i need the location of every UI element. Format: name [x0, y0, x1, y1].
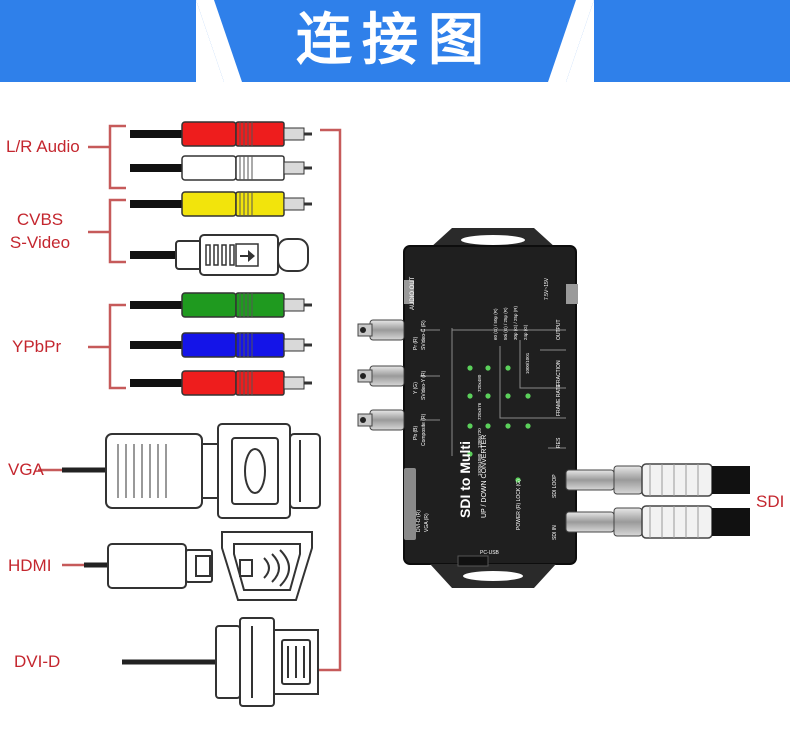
led-labels: 720x480 720x576 1280x720 1920x1080 60 (G) / …	[477, 305, 528, 476]
label-vga: VGA	[8, 460, 44, 479]
port-audio-out: AUDIO OUT	[410, 276, 416, 310]
label-ypbpr: YPbPr	[12, 337, 62, 356]
port-svideo-y: SVideo-Y (R)	[421, 370, 427, 400]
status-led	[485, 365, 491, 371]
port-composite: Composite (R)	[421, 413, 427, 446]
led-label-resolution: 1280x720	[477, 428, 482, 448]
rca-plug-pb	[130, 332, 312, 358]
port-power-lock: POWER (R) LOCK (G)	[516, 479, 522, 530]
hdmi-connector	[84, 531, 313, 601]
bnc-output-ports	[357, 319, 405, 431]
bnc-port[interactable]	[357, 319, 405, 341]
led-label-rate: 60 (G) / 50p (R)	[493, 308, 498, 340]
led-label-resolution: 1920x1080	[477, 453, 482, 476]
svideo-plug	[130, 234, 309, 276]
rca-plug-cvbs	[130, 191, 312, 217]
status-led	[505, 393, 511, 399]
right-bracket	[316, 128, 342, 672]
bnc-port[interactable]	[357, 409, 405, 431]
header-band	[0, 0, 790, 82]
status-led	[485, 393, 491, 399]
port-vga: VGA (R)	[424, 513, 430, 532]
status-led	[467, 393, 473, 399]
rca-plugs	[130, 121, 312, 396]
label-dvid: DVI-D	[14, 652, 61, 671]
port-power-in: 7.5V~15V	[544, 277, 550, 300]
status-led	[467, 423, 473, 429]
rca-plug-pr	[130, 370, 312, 396]
dvi-connector	[122, 617, 319, 707]
port-pr: Pr (R)	[413, 336, 419, 350]
rca-plug-audio-right	[130, 121, 312, 147]
led-label-rate: 50i (G) / 25p (R)	[503, 307, 508, 340]
port-fraction: FRACTION	[556, 360, 562, 386]
left-brackets	[38, 124, 126, 567]
status-led	[505, 365, 511, 371]
port-y: Y (G)	[413, 382, 419, 394]
port-pb: Pb (B)	[413, 425, 419, 440]
port-res: RES	[556, 437, 562, 448]
status-led	[505, 423, 511, 429]
port-output: OUTPUT	[556, 319, 562, 340]
led-label-rate: 24p (G)	[523, 324, 528, 340]
device-name: SDI to Multi	[457, 441, 473, 518]
status-led	[525, 393, 531, 399]
rca-plug-y	[130, 292, 312, 318]
page-title: 连接图	[296, 8, 494, 73]
device-subtitle: UP / DOWN CONVERTER	[481, 435, 488, 518]
vga-connector	[62, 423, 321, 519]
port-svideo-c: SVideo-C (R)	[421, 320, 427, 350]
port-sdi-loop: SDI LOOP	[552, 474, 558, 498]
sdi-cables	[565, 463, 750, 539]
status-led	[467, 451, 473, 457]
sdi-in-cable	[565, 505, 750, 539]
connection-diagram: SDI to Multi UP / DOWN CONVERTER AUDIO O…	[38, 121, 750, 707]
label-cvbs: CVBS	[16, 210, 64, 229]
port-dvi-d: DVI-D (R)	[416, 510, 422, 532]
rca-plug-audio-left	[130, 155, 312, 181]
led-label-resolution: 720x576	[477, 402, 482, 420]
label-svideo: S-Video	[9, 233, 71, 252]
status-led	[467, 365, 473, 371]
device-labels: SDI to Multi UP / DOWN CONVERTER AUDIO O…	[410, 276, 562, 556]
fraction-value: 1000/1001	[525, 352, 530, 374]
label-lr-audio: L/R Audio	[6, 137, 80, 156]
bnc-port[interactable]	[357, 365, 405, 387]
label-hdmi: HDMI	[8, 556, 52, 575]
port-sdi-in: SDI IN	[552, 525, 558, 540]
led-label-resolution: 720x480	[477, 374, 482, 392]
power-lock-led	[515, 477, 521, 483]
sdi-loop-cable	[565, 463, 750, 497]
label-sdi: SDI	[756, 492, 785, 511]
status-leds	[467, 365, 531, 483]
status-led	[485, 423, 491, 429]
status-led	[525, 423, 531, 429]
port-frame-rate: FRAME RATE	[556, 383, 562, 416]
converter-device	[403, 228, 578, 588]
port-pc-usb: PC-USB	[480, 550, 500, 556]
header: 连接图	[0, 0, 790, 82]
led-label-rate: 30p (G) / 25p (R)	[513, 305, 518, 340]
